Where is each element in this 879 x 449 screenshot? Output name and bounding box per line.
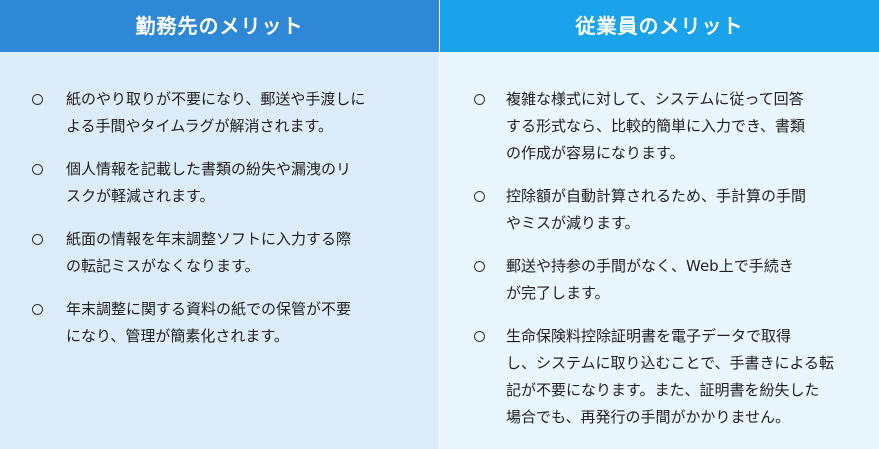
item-text-line: 個人情報を記載した書類の紛失や漏洩のリ xyxy=(66,160,352,178)
item-text-line: し、システムに取り込むことで、手書きによる転 xyxy=(506,354,835,372)
item-text-line: 紙のやり取りが不要になり、郵送や手渡しに xyxy=(66,90,366,108)
list-item: 複雑な様式に対して、システムに従って回答 する形式なら、比較的簡単に入力でき、書… xyxy=(440,86,879,167)
list-item: 生命保険料控除証明書を電子データで取得 し、システムに取り込むことで、手書きによ… xyxy=(440,323,879,431)
circle-bullet-icon xyxy=(474,94,485,105)
item-text-line: 複雑な様式に対して、システムに従って回答 xyxy=(506,90,804,108)
item-text-line: の転記ミスがなくなります。 xyxy=(66,257,260,275)
employee-merits-column: 従業員のメリット 複雑な様式に対して、システムに従って回答 する形式なら、比較的… xyxy=(440,0,879,449)
list-item: 個人情報を記載した書類の紛失や漏洩のリ スクが軽減されます。 xyxy=(0,156,439,210)
list-item: 紙のやり取りが不要になり、郵送や手渡しに よる手間やタイムラグが解消されます。 xyxy=(0,86,439,140)
item-text-line: する形式なら、比較的簡単に入力でき、書類 xyxy=(506,117,805,135)
item-text-line: 紙面の情報を年末調整ソフトに入力する際 xyxy=(66,230,352,248)
employer-merits-title: 勤務先のメリット xyxy=(0,0,439,52)
list-item: 年末調整に関する資料の紙での保管が不要 になり、管理が簡素化されます。 xyxy=(0,296,439,350)
employer-merits-column: 勤務先のメリット 紙のやり取りが不要になり、郵送や手渡しに よる手間やタイムラグ… xyxy=(0,0,439,449)
item-text-line: の作成が容易になります。 xyxy=(506,144,685,162)
item-text-line: やミスが減ります。 xyxy=(506,214,640,232)
item-text-line: 記が不要になります。また、証明書を紛失した xyxy=(506,381,820,399)
item-text-line: スクが軽減されます。 xyxy=(66,187,215,205)
item-text-line: になり、管理が簡素化されます。 xyxy=(66,327,289,345)
circle-bullet-icon xyxy=(474,261,485,272)
item-text-line: 生命保険料控除証明書を電子データで取得 xyxy=(506,327,792,345)
circle-bullet-icon xyxy=(474,331,485,342)
circle-bullet-icon xyxy=(474,191,485,202)
item-text-line: が完了します。 xyxy=(506,284,610,302)
employee-merits-title: 従業員のメリット xyxy=(440,0,879,52)
item-text-line: 年末調整に関する資料の紙での保管が不要 xyxy=(66,300,352,318)
item-text-line: よる手間やタイムラグが解消されます。 xyxy=(66,117,334,135)
circle-bullet-icon xyxy=(32,234,43,245)
employee-merits-list: 複雑な様式に対して、システムに従って回答 する形式なら、比較的簡単に入力でき、書… xyxy=(440,86,879,447)
list-item: 紙面の情報を年末調整ソフトに入力する際 の転記ミスがなくなります。 xyxy=(0,226,439,280)
employer-merits-list: 紙のやり取りが不要になり、郵送や手渡しに よる手間やタイムラグが解消されます。 … xyxy=(0,86,439,366)
list-item: 郵送や持参の手間がなく、Web上で手続き が完了します。 xyxy=(440,253,879,307)
item-text-line: 場合でも、再発行の手間がかかりません。 xyxy=(506,408,791,426)
item-text-line: 郵送や持参の手間がなく、Web上で手続き xyxy=(506,257,794,275)
circle-bullet-icon xyxy=(32,164,43,175)
list-item: 控除額が自動計算されるため、手計算の手間 やミスが減ります。 xyxy=(440,183,879,237)
circle-bullet-icon xyxy=(32,304,43,315)
circle-bullet-icon xyxy=(32,94,43,105)
item-text-line: 控除額が自動計算されるため、手計算の手間 xyxy=(506,187,807,205)
